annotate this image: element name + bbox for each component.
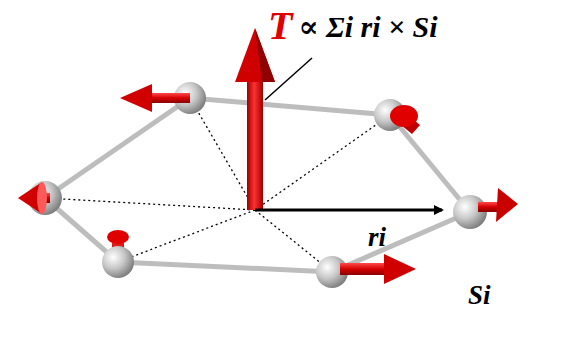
- leader-line: [265, 58, 312, 100]
- formula: ∝ Σi ri × Si: [298, 12, 437, 42]
- vector-label: ri: [368, 224, 386, 251]
- radius-line: [45, 98, 390, 272]
- toroidal-moment-arrow: [235, 28, 275, 210]
- vector-label: Si: [468, 282, 491, 309]
- position-vector: [255, 209, 442, 212]
- spin-arrow: [18, 84, 518, 284]
- moment-symbol: T: [268, 6, 292, 46]
